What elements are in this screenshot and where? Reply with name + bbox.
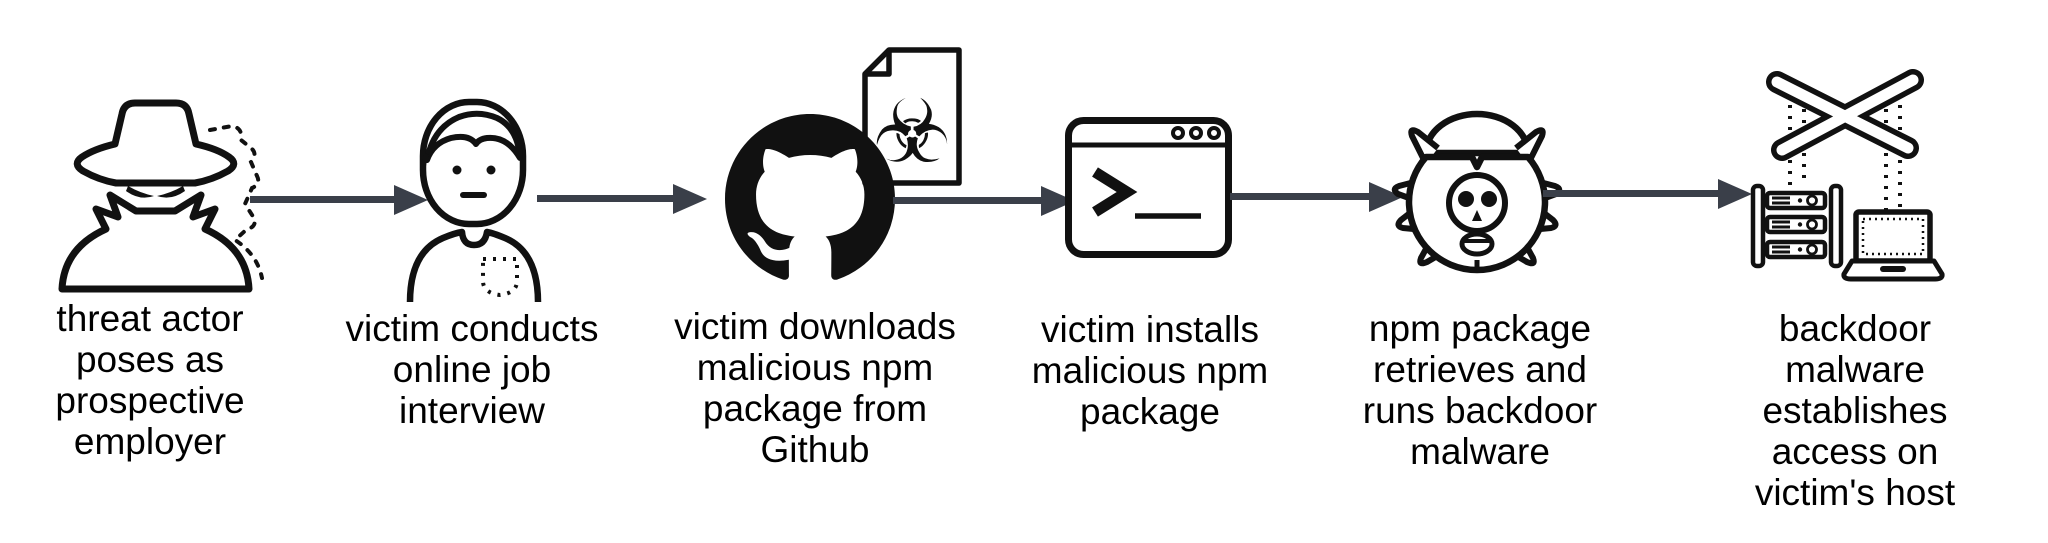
stage-label: backdoor malware establishes access on v… [1754, 308, 1956, 513]
arrow-shaft [1543, 190, 1722, 197]
stage-label: victim downloads malicious npm package f… [674, 306, 956, 470]
flow-arrow [537, 184, 707, 214]
stage-label: victim conducts online job interview [345, 308, 599, 431]
stage-download-package: ☣ victim downloads malicious npm package… [620, 0, 1010, 543]
stage-install-package: victim installs malicious npm package [1010, 0, 1300, 543]
stage-label: threat actor poses as prospective employ… [55, 298, 245, 462]
arrow-shaft [893, 197, 1045, 204]
arrow-shaft [1230, 193, 1373, 200]
stage-label: victim installs malicious npm package [1031, 309, 1269, 432]
malware-bug-icon [1391, 100, 1563, 280]
arrow-head-icon [1718, 179, 1752, 209]
laptop-icon [1841, 209, 1945, 282]
server-rack-icon [1750, 183, 1844, 269]
flow-arrow [1543, 179, 1752, 209]
spy-icon [48, 86, 264, 296]
pocket [481, 257, 519, 298]
stage-label: npm package retrieves and runs backdoor … [1362, 308, 1598, 472]
github-icon [725, 114, 895, 284]
arrow-head-icon [394, 185, 428, 215]
bug-dome [1422, 110, 1532, 157]
stage-threat-actor: threat actor poses as prospective employ… [0, 0, 330, 543]
stage-run-backdoor: npm package retrieves and runs backdoor … [1300, 0, 1660, 543]
hair [424, 110, 523, 163]
arrow-shaft [250, 196, 398, 203]
skull-icon [1446, 172, 1508, 234]
stage-establish-access: backdoor malware establishes access on v… [1660, 0, 2048, 543]
victim-person-icon [403, 92, 545, 303]
arrow-head-icon [673, 184, 707, 214]
blocked-network-icon [1744, 52, 1945, 282]
arrow-shaft [537, 195, 677, 202]
blocked-x-icon [1766, 69, 1924, 161]
stage-job-interview: victim conducts online job interview [330, 0, 620, 543]
prompt-chevron [1092, 167, 1138, 217]
terminal-icon [1064, 116, 1234, 261]
flow-arrow [250, 185, 428, 215]
